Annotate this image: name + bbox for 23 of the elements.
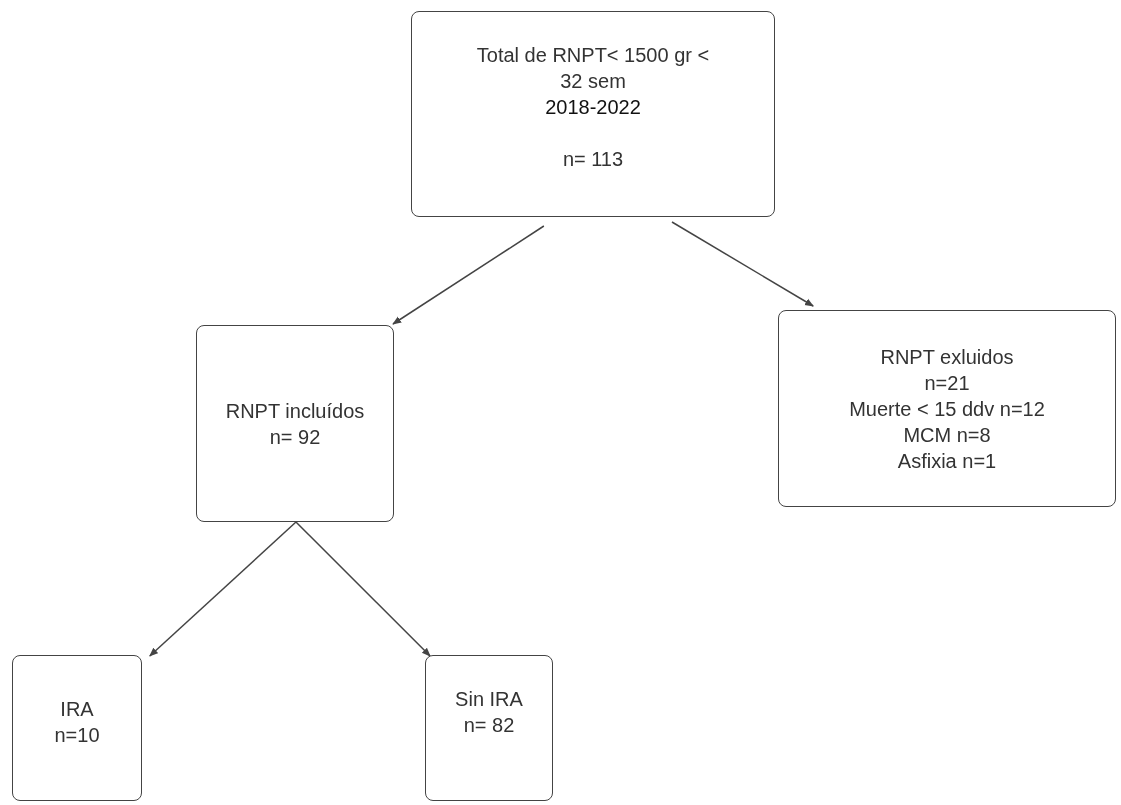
box-text: Sin IRA bbox=[455, 687, 523, 712]
box-text: RNPT incluídos bbox=[225, 398, 365, 424]
process-box bbox=[12, 655, 142, 801]
arrow bbox=[295, 521, 431, 657]
arrow bbox=[149, 521, 297, 657]
process-box bbox=[411, 11, 775, 217]
box-text: n= 82 bbox=[463, 713, 515, 738]
box-text: Muerte < 15 ddv n=12 bbox=[849, 396, 1045, 422]
box-text: Asfixia n=1 bbox=[897, 448, 997, 474]
process-box bbox=[196, 325, 394, 522]
process-box bbox=[425, 655, 553, 801]
arrow bbox=[671, 221, 814, 307]
box-text: MCM n=8 bbox=[903, 422, 991, 448]
arrow bbox=[392, 225, 545, 325]
box-text: Total de RNPT< 1500 gr < 32 sem bbox=[475, 43, 711, 94]
box-text: n=10 bbox=[54, 723, 100, 748]
box-text: n= 92 bbox=[269, 424, 321, 450]
box-text: IRA bbox=[60, 697, 94, 722]
process-box bbox=[778, 310, 1116, 507]
box-text: RNPT exluidos bbox=[880, 344, 1014, 370]
box-text: n= 113 bbox=[562, 147, 624, 172]
box-text: 2018-2022 bbox=[545, 95, 641, 120]
box-text: n=21 bbox=[924, 370, 970, 396]
